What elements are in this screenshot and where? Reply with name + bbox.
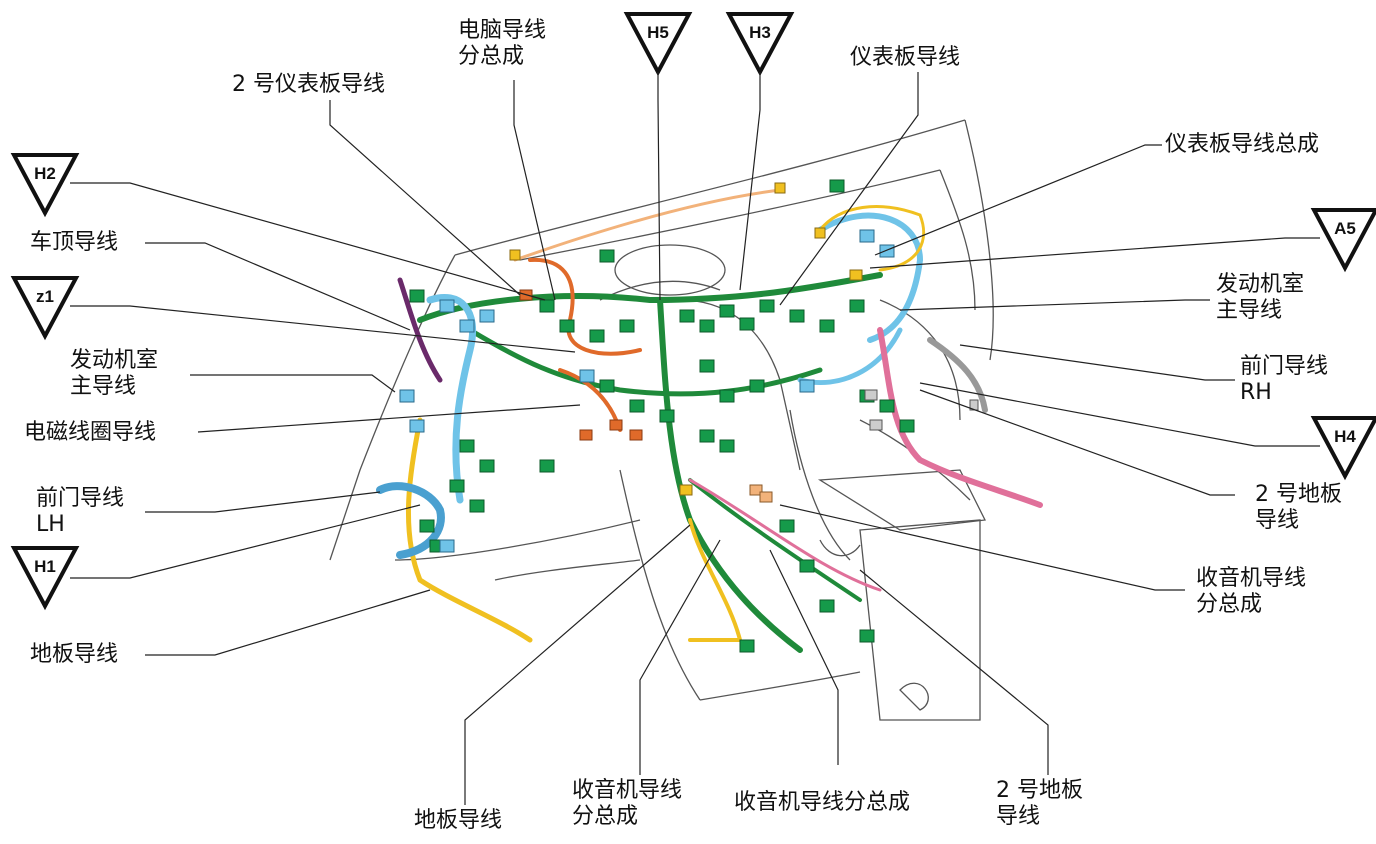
label-engine-room-main-left: 发动机室 主导线 xyxy=(70,348,159,399)
connector-blocks xyxy=(399,179,979,653)
green-connectors xyxy=(409,179,915,653)
label-front-door-lh: 前门导线 LH xyxy=(36,486,125,537)
label-inst-panel-wire-assy: 仪表板导线总成 xyxy=(1165,132,1320,157)
blue-connectors xyxy=(399,229,895,553)
label-floor-wire-2-bottom: 2 号地板 导线 xyxy=(996,778,1083,829)
label-solenoid-coil-wire: 电磁线圈导线 xyxy=(24,420,157,445)
label-floor-wire-2-right: 2 号地板 导线 xyxy=(1255,482,1342,533)
ground-h1-label: H1 xyxy=(34,557,56,576)
label-radio-wire-sub-right: 收音机导线 分总成 xyxy=(1196,566,1307,617)
label-engine-room-main-right: 发动机室 主导线 xyxy=(1216,272,1305,323)
ground-z1-label: z1 xyxy=(36,287,54,306)
leader-lines xyxy=(145,72,1235,805)
ground-h5-label: H5 xyxy=(647,23,669,42)
ground-h3: H3 xyxy=(725,12,795,291)
label-radio-wire-sub-bottom2: 收音机导线分总成 xyxy=(734,790,911,815)
label-front-door-rh: 前门导线 RH xyxy=(1240,354,1329,405)
ground-h1: H1 xyxy=(10,504,421,611)
label-inst-panel-wire-2: 2 号仪表板导线 xyxy=(232,72,385,97)
harness-bundles xyxy=(376,188,1043,653)
label-floor-wire-bottom: 地板导线 xyxy=(414,808,503,833)
label-floor-wire-left: 地板导线 xyxy=(30,642,119,667)
ground-z1: z1 xyxy=(10,276,576,353)
ground-a5-label: A5 xyxy=(1334,219,1356,238)
ground-h4-label: H4 xyxy=(1334,427,1356,446)
ground-h3-label: H3 xyxy=(749,23,771,42)
gray-connectors xyxy=(864,389,979,431)
label-computer-wire-sub: 电脑导线 分总成 xyxy=(458,18,547,69)
label-radio-wire-sub-bottom: 收音机导线 分总成 xyxy=(572,778,683,829)
yellow-connectors xyxy=(509,182,863,496)
ground-point-markers: H5 H3 H2 z1 A5 H4 H1 xyxy=(10,12,1376,611)
ground-a5: A5 xyxy=(869,208,1376,273)
tan-connectors xyxy=(749,484,773,503)
label-roof-wire: 车顶导线 xyxy=(30,230,119,255)
label-inst-panel-wire: 仪表板导线 xyxy=(850,45,961,70)
ground-h4: H4 xyxy=(919,382,1376,481)
ground-h5: H5 xyxy=(623,12,693,301)
ground-h2: H2 xyxy=(10,153,546,301)
ground-h2-label: H2 xyxy=(34,164,56,183)
